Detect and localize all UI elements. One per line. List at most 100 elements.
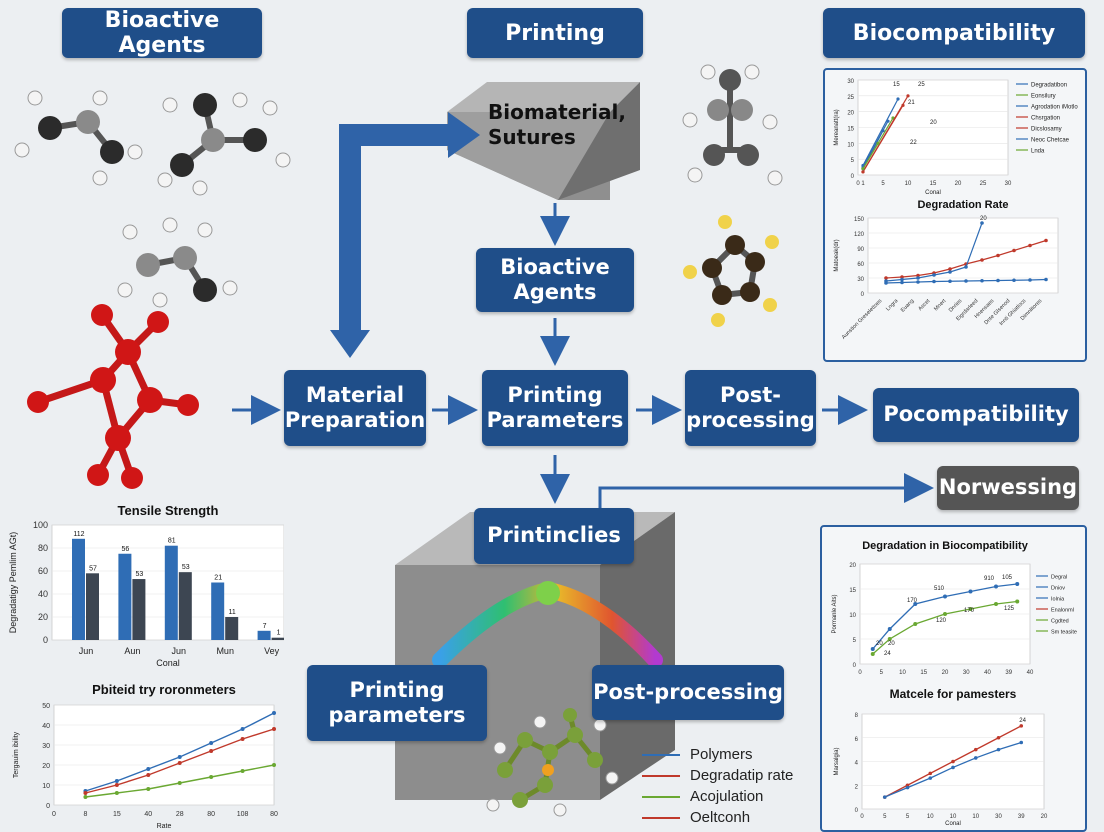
x-tick-label: 20 <box>955 181 962 187</box>
y-tick-label: 90 <box>857 247 864 253</box>
data-point <box>951 765 955 770</box>
y-tick-label: 15 <box>849 588 856 594</box>
data-point <box>146 787 151 791</box>
x-tick-label: 8 <box>83 811 87 818</box>
data-label: 170 <box>964 608 975 614</box>
data-point <box>114 783 119 787</box>
bar <box>257 630 271 640</box>
series-line <box>862 143 879 169</box>
data-point <box>861 167 865 171</box>
data-label: 24 <box>1019 718 1026 724</box>
y-axis-label: Marsalgia) <box>834 747 840 775</box>
data-point <box>272 763 276 767</box>
plot-area <box>53 704 275 806</box>
x-tick-label: 5 <box>883 814 887 820</box>
data-point <box>1019 740 1024 745</box>
molecule-yellow <box>683 215 779 327</box>
data-point <box>948 270 952 274</box>
data-label: 20 <box>876 641 883 647</box>
data-label: 53 <box>182 564 190 571</box>
y-tick-label: 50 <box>42 703 50 710</box>
data-point <box>177 781 182 785</box>
x-tick-label: 1 <box>861 181 865 187</box>
chart-title: Degradation Rate <box>917 199 1008 211</box>
data-point <box>272 727 276 731</box>
legend-label: Neoc Chetcae <box>1031 138 1070 144</box>
legend-item: Oeltconh <box>642 807 793 828</box>
chart-title: Tensile Strength <box>118 503 219 518</box>
feedback-arrow <box>339 124 450 340</box>
x-tick-label: 39 <box>1018 814 1025 820</box>
legend-label: Enalonml <box>1051 608 1074 614</box>
data-point <box>973 747 978 752</box>
y-tick-label: 40 <box>38 589 48 599</box>
data-point <box>964 265 968 269</box>
legend-label: Dniov <box>1051 586 1065 592</box>
y-tick-label: 120 <box>854 232 865 238</box>
data-point <box>1015 599 1020 604</box>
data-point <box>876 141 880 145</box>
data-point <box>994 602 998 606</box>
y-tick-label: 4 <box>855 761 859 767</box>
data-point <box>906 94 910 98</box>
data-point <box>861 170 865 174</box>
series-line <box>862 105 904 173</box>
x-tick-label: 30 <box>963 670 970 676</box>
legend-label: Cgdted <box>1051 619 1069 625</box>
y-tick-label: 10 <box>42 783 50 790</box>
y-tick-label: 5 <box>853 638 857 644</box>
data-point <box>948 267 952 271</box>
legend-label: Sm teasite <box>1051 630 1077 636</box>
data-label: 20 <box>888 641 895 647</box>
y-tick-label: 25 <box>847 95 854 101</box>
legend-label: Acojulation <box>690 788 764 805</box>
data-point <box>1015 582 1020 586</box>
x-tick-label: 5 <box>881 181 885 187</box>
data-label: 125 <box>1004 606 1015 612</box>
x-tick-label: Lngra <box>885 298 900 313</box>
y-tick-label: 6 <box>855 737 859 743</box>
data-point <box>951 759 955 764</box>
molecule-2 <box>157 92 291 196</box>
y-tick-label: 20 <box>38 612 48 622</box>
x-tick-label: 15 <box>920 670 927 676</box>
data-point <box>1012 248 1016 253</box>
chart-title: Matcele for pamesters <box>890 687 1017 701</box>
node-bioactive-agents: Bioactive Agents <box>476 248 634 312</box>
chart-title: Degradation in Biocompatibility <box>862 540 1029 552</box>
x-tick-label: Ascet <box>917 298 931 312</box>
data-point <box>916 280 920 284</box>
data-point <box>272 711 276 715</box>
y-axis-label: Tergauim ibility <box>13 731 20 778</box>
data-label: 81 <box>168 538 176 545</box>
data-point <box>870 652 875 656</box>
y-tick-label: 0 <box>43 635 48 645</box>
node-material-preparation: Material Preparation <box>284 370 426 446</box>
y-axis-label: Pormanle Aits) <box>832 594 838 633</box>
y-tick-label: 40 <box>42 723 50 730</box>
data-point <box>913 602 918 606</box>
y-tick-label: 20 <box>42 763 50 770</box>
legend-label: Eonsilury <box>1031 94 1056 100</box>
y-axis-label: Mereanatt(ra) <box>834 109 840 145</box>
data-point <box>943 594 947 599</box>
plot-area <box>867 217 1059 294</box>
data-point <box>1012 278 1016 283</box>
y-tick-label: 10 <box>849 613 856 619</box>
y-tick-label: 8 <box>855 713 859 719</box>
data-label: 170 <box>907 598 918 604</box>
data-label: 910 <box>984 576 995 582</box>
y-axis-label: Degradatigy Pemlim AGt) <box>8 532 18 634</box>
x-tick-label: 10 <box>927 814 934 820</box>
data-point <box>994 584 998 589</box>
x-tick-label: 5 <box>906 814 910 820</box>
data-label: 21 <box>214 575 222 582</box>
data-label: 24 <box>884 651 891 657</box>
data-point <box>1044 238 1048 243</box>
data-point <box>881 129 885 133</box>
x-tick-label: 108 <box>237 811 249 818</box>
data-point <box>887 637 892 641</box>
data-label: 57 <box>89 565 97 572</box>
x-tick-label: 15 <box>930 181 937 187</box>
